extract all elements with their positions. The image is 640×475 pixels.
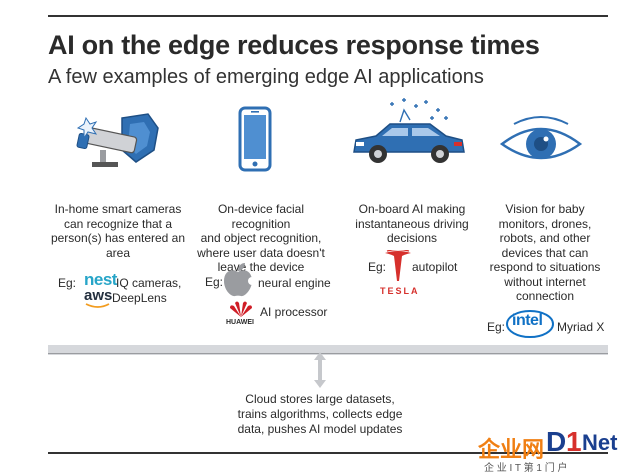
- connected-car-icon: [353, 98, 465, 163]
- edge-band-line: [48, 353, 608, 354]
- column-vision: Vision for baby monitors, drones, robots…: [474, 202, 616, 304]
- eye-icon: [499, 116, 583, 160]
- column-line: On-device facial recognition: [217, 202, 305, 231]
- column-driving: On-board AI making instantaneous driving…: [340, 202, 484, 246]
- huawei-logo: HUAWEI: [226, 319, 254, 326]
- eg-label: Eg:: [205, 275, 224, 289]
- brand-label: DeepLens: [112, 291, 167, 305]
- page-title: AI on the edge reduces response times: [48, 30, 540, 60]
- brand-label: neural engine: [258, 276, 331, 290]
- bottom-rule: [48, 452, 608, 454]
- column-line: On-board AI making: [358, 202, 466, 216]
- column-line: instantaneous driving: [355, 216, 469, 231]
- smartphone-icon: [238, 106, 272, 172]
- page-subtitle: A few examples of emerging edge AI appli…: [48, 66, 484, 88]
- column-line: decisions: [386, 231, 438, 245]
- cloud-description: Cloud stores large datasets, trains algo…: [220, 392, 420, 437]
- column-facial-recognition: On-device facial recognition and object …: [188, 202, 334, 275]
- column-line: person(s) has entered an: [50, 231, 186, 245]
- huawei-flower-icon: [230, 301, 252, 317]
- intel-logo: intel: [512, 312, 543, 329]
- column-smart-cameras: In-home smart cameras can recognize that…: [48, 202, 188, 260]
- tesla-logo-icon: [385, 250, 411, 281]
- column-line: In-home smart cameras: [54, 202, 182, 216]
- apple-logo-icon: [224, 263, 254, 297]
- watermark-brand-cn: 企业网: [478, 437, 545, 462]
- tesla-wordmark: TESLA: [380, 286, 420, 296]
- eg-label: Eg:: [58, 276, 77, 290]
- column-line: Vision for baby: [505, 202, 585, 216]
- column-line: leave the device: [217, 260, 305, 274]
- column-line: respond to situations: [489, 260, 601, 274]
- top-rule: [48, 15, 608, 17]
- eg-label: Eg:: [368, 260, 387, 274]
- column-line: area: [105, 245, 131, 260]
- double-arrow-icon: [314, 352, 326, 388]
- edge-band: [48, 345, 608, 355]
- column-line: where user data doesn't: [197, 245, 325, 260]
- watermark-brand-1: 1: [566, 426, 582, 457]
- brand-label: AI processor: [260, 305, 328, 319]
- intel-logo-ring-icon: [506, 310, 554, 338]
- brand-label: Myriad X: [557, 320, 605, 334]
- nest-logo: nest: [84, 270, 117, 289]
- column-line: and object recognition,: [200, 231, 322, 245]
- security-camera-icon: [76, 113, 159, 167]
- column-line: devices that can: [501, 245, 589, 260]
- cloud-line: data, pushes AI model updates: [237, 422, 403, 436]
- aws-logo: aws: [84, 287, 113, 304]
- column-line: robots, and other: [499, 231, 591, 245]
- watermark-brand-d: D: [546, 426, 567, 457]
- watermark-brand-net: Net: [582, 430, 618, 455]
- watermark-tagline: 企 业 I T 第 1 门 户: [484, 463, 568, 474]
- brand-label: IQ cameras,: [116, 276, 182, 290]
- cloud-line: Cloud stores large datasets,: [245, 392, 395, 406]
- brand-label: autopilot: [412, 260, 458, 274]
- column-line: connection: [515, 289, 575, 303]
- column-line: can recognize that a: [63, 216, 173, 231]
- cloud-line: trains algorithms, collects edge: [237, 407, 403, 421]
- column-line: monitors, drones,: [498, 216, 592, 231]
- column-line: without internet: [504, 274, 586, 289]
- eg-label: Eg:: [487, 320, 506, 334]
- aws-smile-icon: [85, 303, 110, 308]
